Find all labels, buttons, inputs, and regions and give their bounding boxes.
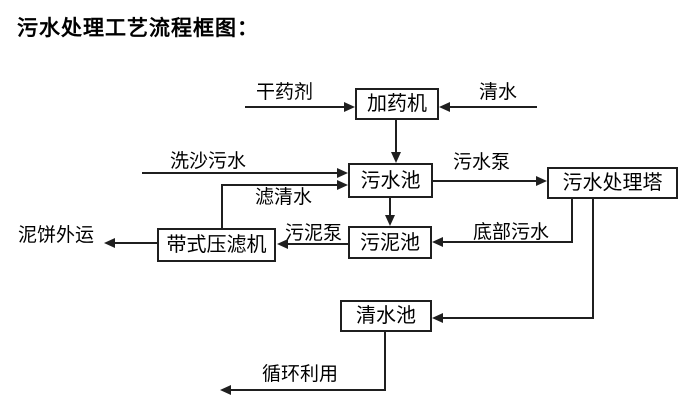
arrowhead-down-icon	[391, 152, 401, 163]
arrowhead-down-icon	[385, 215, 395, 226]
node-clean-water-pool: 清水池	[340, 300, 432, 332]
edge-label-clean-water: 清水	[479, 82, 518, 103]
arrowhead-left-icon	[439, 102, 450, 112]
arrowhead-left-icon	[432, 237, 443, 247]
edge-recycle-vline	[384, 332, 386, 391]
diagram-title: 污水处理工艺流程框图：	[17, 17, 259, 40]
node-treatment-tower: 污水处理塔	[547, 167, 678, 199]
edge-pool-to-sludge-line	[389, 198, 391, 217]
edge-bottom-sewage-hline	[443, 241, 573, 243]
arrowhead-right-icon	[344, 102, 355, 112]
edge-filtered-water-hline	[221, 184, 337, 186]
edge-label-recycling: 循环利用	[262, 364, 339, 385]
edge-label-sludge-pump: 污泥泵	[285, 223, 343, 244]
edge-dry-agent-line	[245, 106, 344, 108]
arrowhead-right-icon	[536, 176, 547, 186]
node-dosing-machine: 加药机	[355, 88, 439, 120]
edge-label-mud-cake-outbound: 泥饼外运	[18, 225, 95, 246]
edge-label-sewage-pump: 污水泵	[453, 152, 511, 173]
arrowhead-left-icon	[432, 313, 443, 323]
edge-bottom-sewage-vline	[571, 198, 573, 243]
arrowhead-left-icon	[220, 385, 231, 395]
arrowhead-right-icon	[337, 168, 348, 178]
edge-tower-to-clean-vline	[592, 198, 594, 319]
edge-label-sand-washing-sewage: 洗沙污水	[170, 151, 247, 172]
edge-sludge-pump-line	[288, 243, 348, 245]
edge-label-filtered-water: 滤清水	[255, 187, 313, 208]
edge-dosing-to-pool-line	[395, 120, 397, 154]
node-sewage-pool: 污水池	[348, 163, 433, 198]
edge-sewage-pump-line	[433, 180, 536, 182]
edge-filtered-water-vline	[221, 184, 223, 228]
arrowhead-right-icon	[337, 180, 348, 190]
edge-label-dry-agent: 干药剂	[256, 82, 314, 103]
edge-sand-washing-line	[142, 172, 337, 174]
edge-clean-water-line	[448, 106, 537, 108]
arrowhead-left-icon	[277, 239, 288, 249]
edge-tower-to-clean-hline	[443, 317, 594, 319]
node-belt-filter-press: 带式压滤机	[157, 228, 276, 262]
edge-recycle-hline	[231, 389, 386, 391]
arrowhead-left-icon	[104, 238, 115, 248]
edge-label-bottom-sewage: 底部污水	[473, 222, 550, 243]
node-sludge-pool: 污泥池	[348, 226, 432, 259]
edge-mud-cake-line	[115, 242, 157, 244]
